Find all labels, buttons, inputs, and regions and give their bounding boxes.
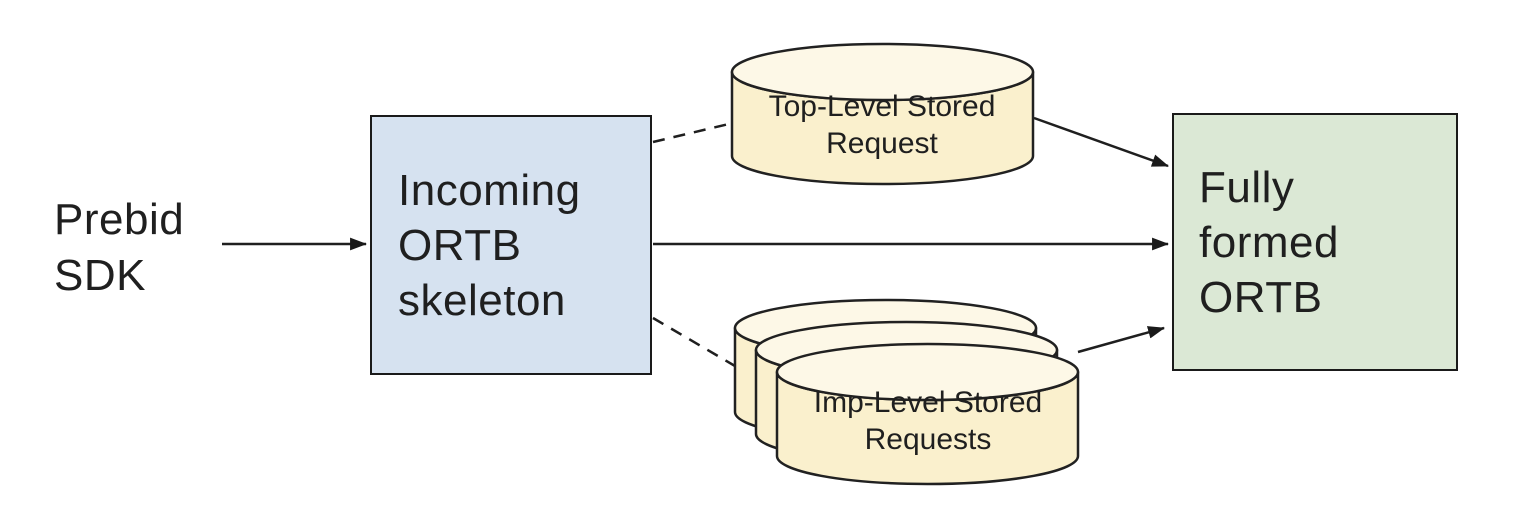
incoming-ortb-skeleton-box: Incoming ORTB skeleton [370, 115, 652, 375]
edge-incoming-to-top-stored-dashed [652, 121, 734, 144]
imp-level-stored-requests-label: Imp-Level Stored Requests [813, 386, 1043, 456]
edge-incoming-to-imp-stored-dashed [652, 316, 736, 368]
fully-formed-ortb-box: Fully formed ORTB [1172, 113, 1458, 371]
fully-formed-ortb-label: Fully formed ORTB [1199, 162, 1339, 322]
edge-imp-stored-to-fully-arrow [1077, 326, 1166, 354]
top-level-stored-request-label: Top-Level Stored Request [768, 90, 996, 160]
edge-top-stored-to-fully-arrow [1033, 116, 1170, 168]
top-level-stored-request-cylinder [730, 42, 1035, 186]
imp-level-stored-requests-cylinder-front [775, 342, 1080, 486]
prebid-sdk-label: Prebid SDK [54, 195, 185, 300]
incoming-ortb-skeleton-label: Incoming ORTB skeleton [398, 165, 581, 325]
